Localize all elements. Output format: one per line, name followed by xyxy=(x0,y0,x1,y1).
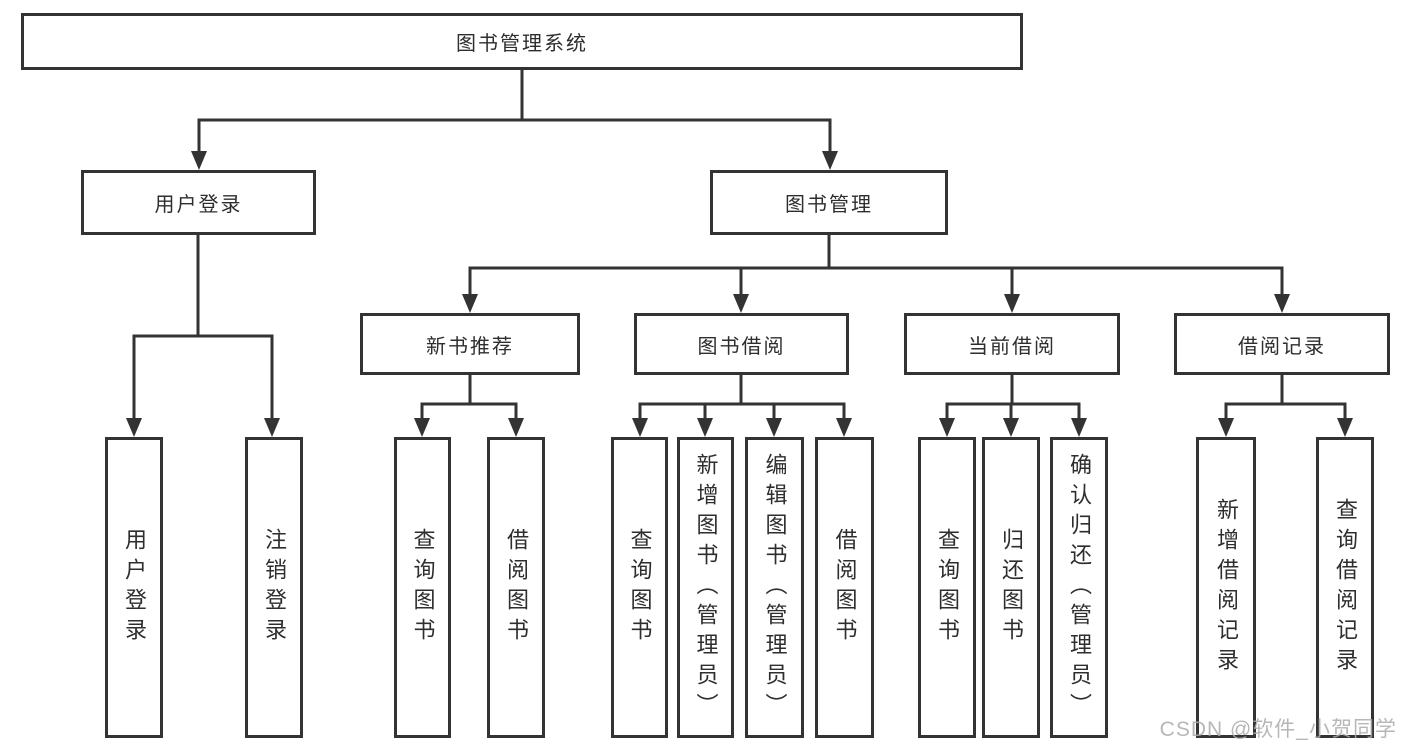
leaf-label: 借阅图书 xyxy=(504,527,529,648)
node-borrowing-records: 借阅记录 xyxy=(1174,313,1390,375)
node-book-borrowing: 图书借阅 xyxy=(634,313,849,375)
node-leaf-search-borrow-record: 查询借阅记录 xyxy=(1316,437,1374,738)
node-leaf-search-books-recommend: 查询图书 xyxy=(394,437,451,738)
node-leaf-edit-books-admin: 编辑图书（管理员） xyxy=(745,437,804,738)
node-leaf-add-borrow-record: 新增借阅记录 xyxy=(1196,437,1256,738)
node-leaf-search-books-borrowing: 查询图书 xyxy=(611,437,668,738)
leaf-label: 用户登录 xyxy=(122,527,147,648)
node-leaf-add-books-admin: 新增图书（管理员） xyxy=(677,437,734,738)
node-leaf-return-books: 归还图书 xyxy=(982,437,1040,738)
node-leaf-borrow-books-recommend: 借阅图书 xyxy=(487,437,545,738)
leaf-label: 查询借阅记录 xyxy=(1333,497,1358,678)
node-book-management: 图书管理 xyxy=(710,170,948,235)
leaf-label: 确认归还（管理员） xyxy=(1067,452,1092,723)
node-current-borrowing: 当前借阅 xyxy=(904,313,1120,375)
leaf-label: 查询图书 xyxy=(935,527,960,648)
leaf-label: 查询图书 xyxy=(410,527,436,648)
leaf-label: 注销登录 xyxy=(262,527,287,648)
node-leaf-search-books-current: 查询图书 xyxy=(918,437,976,738)
node-new-book-recommendation: 新书推荐 xyxy=(360,313,580,375)
leaf-label: 借阅图书 xyxy=(832,527,858,648)
leaf-label: 查询图书 xyxy=(627,527,653,648)
node-leaf-user-login: 用户登录 xyxy=(105,437,163,738)
node-leaf-confirm-return-admin: 确认归还（管理员） xyxy=(1050,437,1108,738)
node-leaf-borrow-books: 借阅图书 xyxy=(815,437,874,738)
node-leaf-logout: 注销登录 xyxy=(245,437,303,738)
node-user-login: 用户登录 xyxy=(81,170,316,235)
leaf-label: 新增图书（管理员） xyxy=(693,452,719,723)
leaf-label: 归还图书 xyxy=(999,527,1024,648)
leaf-label: 新增借阅记录 xyxy=(1214,497,1239,678)
leaf-label: 编辑图书（管理员） xyxy=(762,452,788,723)
csdn-watermark: CSDN @软件_小贺同学 xyxy=(1159,718,1397,741)
node-library-management-system: 图书管理系统 xyxy=(21,13,1023,70)
